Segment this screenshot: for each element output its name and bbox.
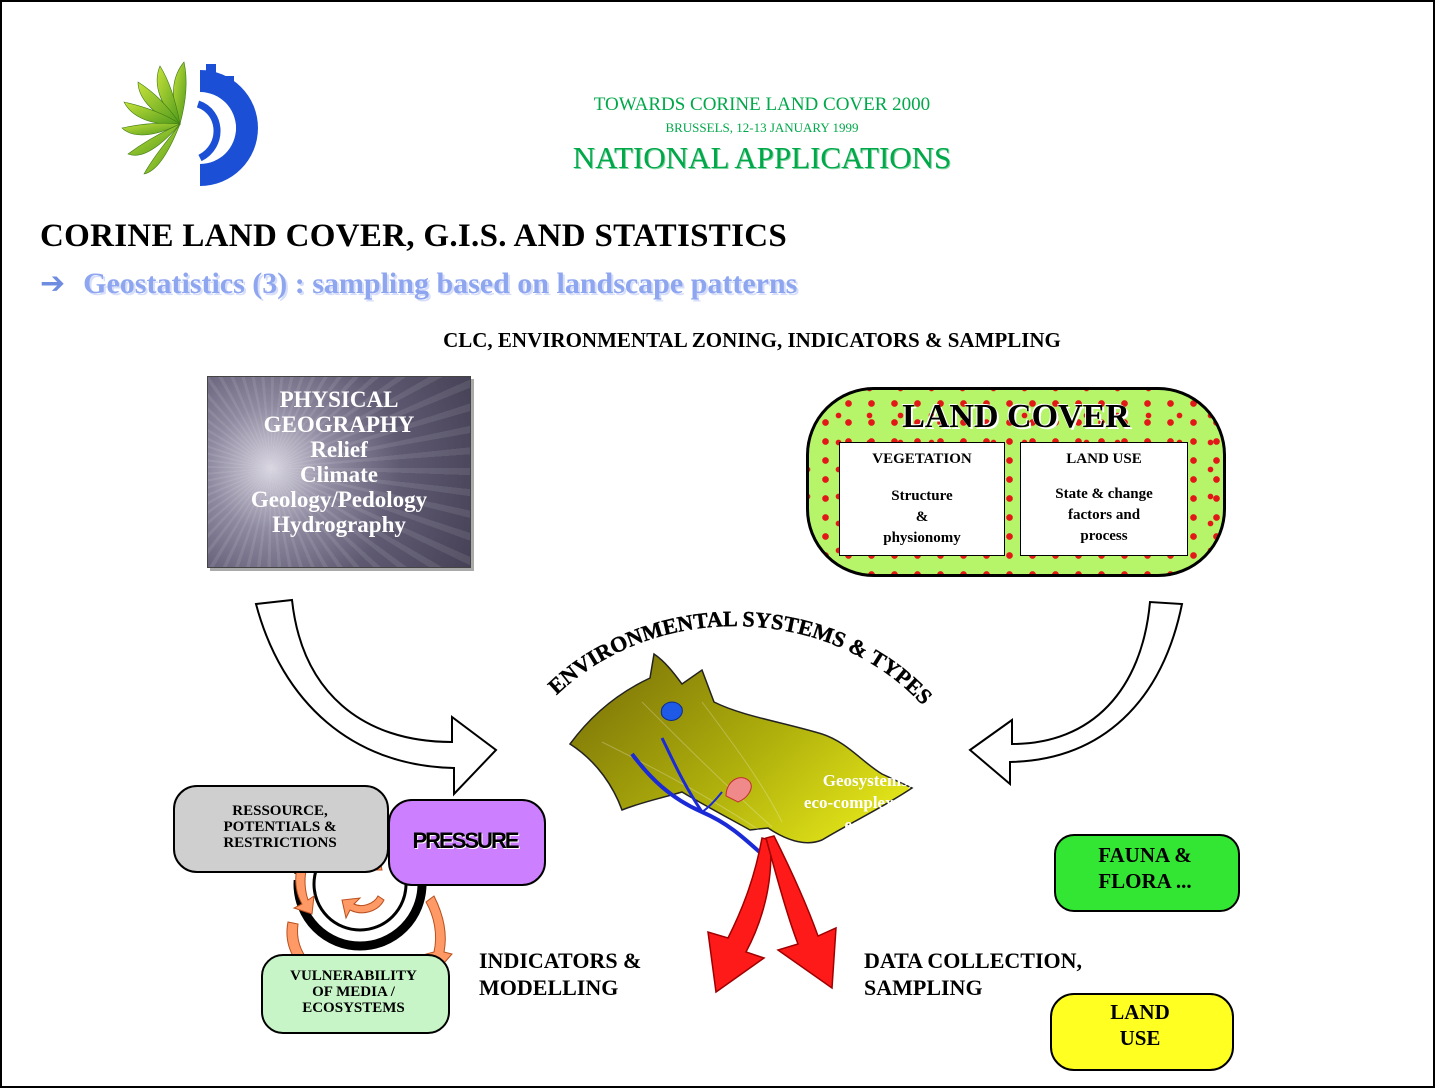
- land-use-text: State & change factors and process: [1021, 484, 1187, 547]
- land-use-small-line: USE: [1119, 1026, 1161, 1050]
- land-cover-panel: LAND COVER VEGETATION Structure & physio…: [806, 387, 1226, 577]
- vulnerability-line: ECOSYSTEMS: [302, 1000, 405, 1016]
- land-use-line: process: [1080, 528, 1128, 544]
- land-use-box: LAND USE State & change factors and proc…: [1020, 442, 1188, 556]
- indicators-line: MODELLING: [479, 975, 619, 1000]
- physical-line: PHYSICAL: [279, 387, 399, 412]
- logo-icon: [121, 61, 258, 186]
- subtitle-row: ➔ Geostatistics (3) : sampling based on l…: [40, 266, 797, 301]
- resource-line: RESTRICTIONS: [223, 835, 337, 851]
- fauna-line: FLORA ...: [1098, 869, 1192, 893]
- lake-icon: [660, 701, 683, 721]
- environmental-systems-text: Geosystems, eco-complexes, ecozones, zon…: [702, 770, 912, 880]
- eco-line: eco-complexes,: [803, 793, 912, 812]
- vulnerability-label: VULNERABILITY OF MEDIA / ECOSYSTEMS: [257, 968, 450, 1016]
- resource-line: RESSOURCE,: [232, 803, 328, 819]
- land-use-heading: LAND USE: [1066, 451, 1142, 467]
- right-curved-arrow: [968, 600, 1184, 787]
- event-place-date: BRUSSELS, 12-13 JANUARY 1999: [665, 120, 859, 135]
- left-curved-arrow: [254, 598, 498, 797]
- diagram-title: CLC, ENVIRONMENTAL ZONING, INDICATORS & …: [443, 328, 1061, 352]
- resource-label: RESSOURCE, POTENTIALS & RESTRICTIONS: [170, 803, 390, 851]
- vulnerability-line: OF MEDIA /: [312, 984, 395, 1000]
- vegetation-line: Structure: [891, 488, 953, 504]
- subtitle: Geostatistics (3) : sampling based on la…: [83, 267, 798, 300]
- resource-line: POTENTIALS &: [223, 819, 337, 835]
- physical-line: GEOGRAPHY: [263, 412, 415, 437]
- environmental-systems-arc-label: ENVIRONMENTAL SYSTEMS & TYPES: [543, 606, 938, 709]
- land-use-line: factors and: [1067, 507, 1141, 523]
- vegetation-box: VEGETATION Structure & physionomy: [839, 442, 1005, 556]
- shell-icon: [725, 777, 752, 803]
- eco-line: Geosystems,: [822, 771, 912, 790]
- data-collection-line: SAMPLING: [864, 975, 983, 1000]
- physical-line: Geology/Pedology: [250, 487, 428, 512]
- land-use-small-label: LAND USE: [1050, 999, 1230, 1051]
- indicators-label: INDICATORS & MODELLING: [479, 947, 641, 1001]
- page-title: CORINE LAND COVER, G.I.S. AND STATISTICS: [40, 218, 788, 254]
- vulnerability-box: [261, 954, 450, 1034]
- physical-geography-box: PHYSICAL GEOGRAPHY Relief Climate Geolog…: [207, 376, 471, 568]
- vegetation-line: physionomy: [883, 530, 961, 546]
- land-cover-title: LAND COVER: [902, 398, 1130, 435]
- physical-line: Climate: [300, 462, 378, 487]
- pressure-box: [388, 799, 546, 886]
- red-arrow-right: [765, 835, 837, 990]
- land-use-small-box: [1050, 993, 1234, 1071]
- fauna-flora-box: [1054, 834, 1240, 912]
- vulnerability-line: VULNERABILITY: [290, 968, 417, 984]
- session-title: NATIONAL APPLICATIONS: [572, 140, 952, 175]
- physical-line: Relief: [310, 437, 368, 462]
- land-use-line: State & change: [1055, 486, 1153, 502]
- pressure-label: PRESSURE: [412, 828, 519, 853]
- vegetation-text: Structure & physionomy: [840, 486, 1004, 549]
- eco-line: ecozones,: [844, 815, 912, 834]
- indicators-line: INDICATORS &: [479, 948, 642, 973]
- arrow-right-icon: ➔: [40, 266, 66, 301]
- fauna-line: FAUNA &: [1098, 843, 1192, 867]
- resource-box: [173, 785, 389, 873]
- physical-geography-text: PHYSICAL GEOGRAPHY Relief Climate Geolog…: [208, 387, 470, 537]
- eco-line: zones,: [868, 837, 912, 856]
- land-use-small-line: LAND: [1110, 1000, 1170, 1024]
- red-arrow-left: [707, 837, 772, 994]
- event-title: TOWARDS CORINE LAND COVER 2000: [593, 94, 931, 115]
- data-collection-line: DATA COLLECTION,: [864, 948, 1083, 973]
- eco-line: regions...: [846, 859, 912, 878]
- cycle-arrow-icon: [341, 895, 385, 920]
- data-collection-label: DATA COLLECTION, SAMPLING: [864, 947, 1082, 1001]
- vegetation-heading: VEGETATION: [872, 451, 972, 467]
- vegetation-line: &: [915, 509, 929, 525]
- physical-line: Hydrography: [272, 512, 406, 537]
- fauna-flora-label: FAUNA & FLORA ...: [1054, 842, 1236, 894]
- environmental-systems-leaf: [568, 652, 914, 844]
